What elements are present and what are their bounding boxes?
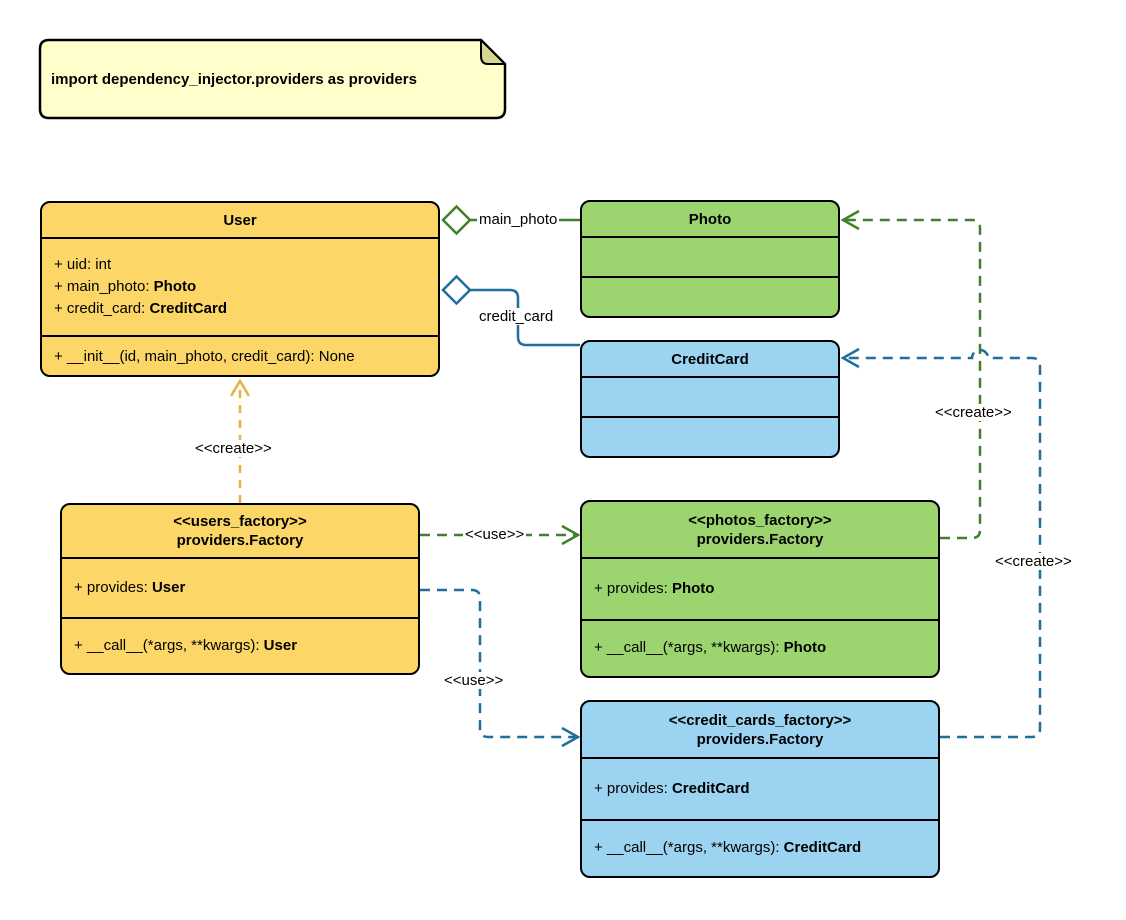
class-title: providers.Factory [696,730,824,748]
class-attribute: + main_photo: Photo [54,278,197,295]
class-method: + __call__(*args, **kwargs): User [74,636,298,654]
empty-methods-compartment [582,276,838,315]
edge-label-credit-card: credit_card [477,308,556,325]
class-method: + __call__(*args, **kwargs): CreditCard [594,839,862,856]
class-title: Photo [688,210,732,228]
class-users-factory: <<users_factory>> providers.Factory + pr… [60,503,420,675]
edge-label-main-photo: main_photo [477,211,560,228]
edge-label-create-photo: <<create>> [933,404,1014,421]
class-stereotype: <<credit_cards_factory>> [668,711,852,729]
class-creditcard: CreditCard [580,340,840,458]
class-attribute: + uid: int [54,256,112,273]
class-attribute: + provides: CreditCard [594,780,750,797]
class-title: CreditCard [671,350,749,368]
class-method: + __init__(id, main_photo, credit_card):… [54,348,355,365]
class-photo: Photo [580,200,840,318]
edge-label-create-creditcard: <<create>> [993,553,1074,570]
class-attribute: + credit_card: CreditCard [54,300,227,317]
use-arrowhead-icon [561,726,581,748]
empty-attributes-compartment [582,236,838,276]
class-title: providers.Factory [696,530,824,548]
class-stereotype: <<users_factory>> [173,513,307,530]
use-arrowhead-icon [840,347,860,369]
class-attribute: + provides: Photo [594,580,715,597]
use-arrowhead-icon [561,524,581,546]
edge-label-use-photos-factory: <<use>> [463,526,527,543]
aggregation-diamond-icon [441,274,472,306]
edge-label-create-user: <<create>> [193,440,274,457]
create-arrowhead-icon [229,378,251,397]
class-method: + __call__(*args, **kwargs): Photo [594,639,827,656]
class-attribute: + provides: User [74,579,186,596]
empty-methods-compartment [582,416,838,455]
create-arrowhead-icon [840,209,860,231]
class-title: User [223,211,257,229]
edge-label-use-credit-cards-factory: <<use>> [442,672,506,689]
import-note-text: import dependency_injector.providers as … [51,70,417,88]
import-note: import dependency_injector.providers as … [40,40,505,118]
class-user: User + uid: int + main_photo: Photo + cr… [40,201,440,377]
class-stereotype: <<photos_factory>> [688,511,832,529]
empty-attributes-compartment [582,376,838,416]
class-photos-factory: <<photos_factory>> providers.Factory + p… [580,500,940,678]
class-credit-cards-factory: <<credit_cards_factory>> providers.Facto… [580,700,940,878]
aggregation-diamond-icon [441,204,472,236]
edge-users-factory-uses-credit-cards-factory [420,588,581,748]
class-title: providers.Factory [176,532,304,549]
edge-photos-factory-creates-photo [840,209,982,540]
